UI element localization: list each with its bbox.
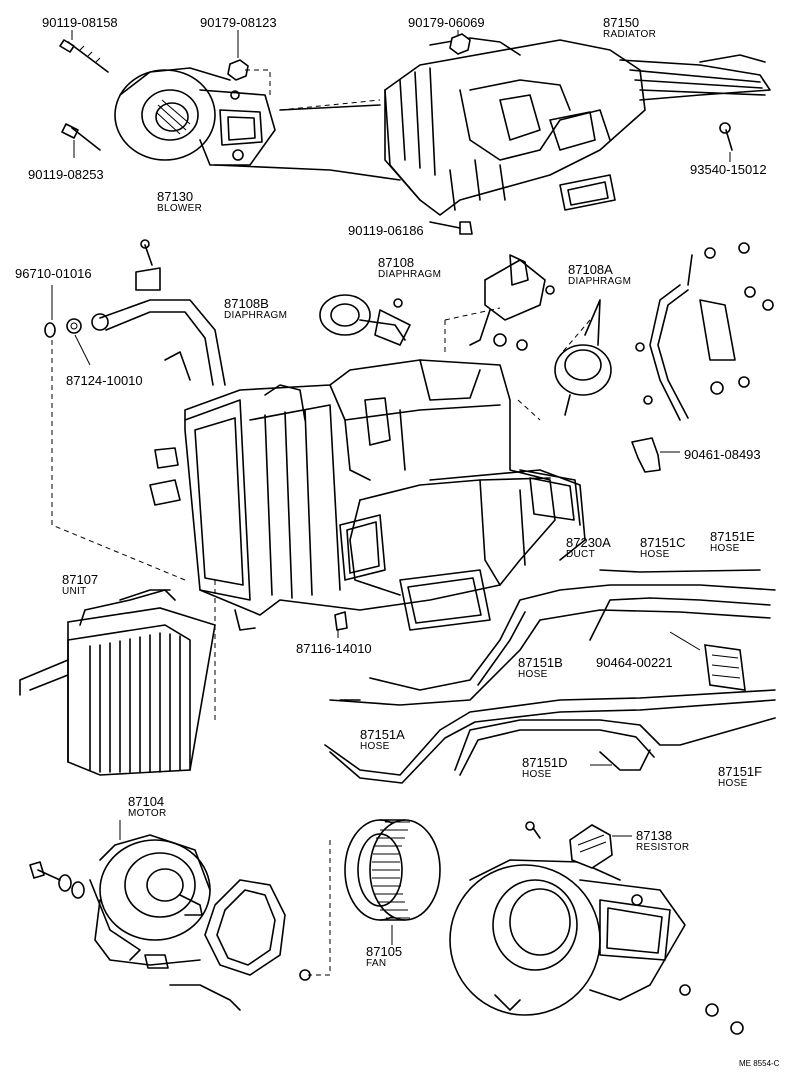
screw-93540-15012 — [719, 122, 733, 151]
part-name-diaphragm: DIAPHRAGM — [378, 269, 442, 280]
part-number-87151A: 87151A — [360, 727, 405, 742]
label-90179-08123: 90179-08123 — [200, 15, 277, 30]
label-group-87130: 87130 BLOWER — [157, 190, 202, 214]
part-name-resistor: RESISTOR — [636, 842, 690, 853]
part-name-hose: HOSE — [518, 669, 548, 680]
label-group-87107: 87107 UNIT — [62, 573, 98, 597]
label-90119-06186: 90119-06186 — [348, 223, 424, 238]
label-group-87151F: 87151F HOSE — [718, 765, 762, 789]
part-name-radiator: RADIATOR — [603, 29, 657, 40]
heater-unit-assembly — [149, 359, 556, 631]
label-group-87105: 87105 FAN — [366, 945, 402, 969]
label-90119-08253: 90119-08253 — [28, 167, 104, 182]
part-name-diaphragm: DIAPHRAGM — [224, 310, 288, 321]
label-group-87104: 87104 MOTOR — [128, 795, 167, 819]
part-number-87150: 87150 — [603, 15, 640, 30]
diaphragm-87108 — [469, 254, 555, 351]
radiator-part — [384, 37, 771, 216]
label-group-87108B: 87108B DIAPHRAGM — [224, 297, 287, 321]
part-number-87107: 87107 — [62, 572, 99, 587]
part-number-87151C: 87151C — [640, 535, 686, 550]
screw-90119-08253 — [61, 123, 101, 151]
label-90119-08158: 90119-08158 — [42, 15, 118, 30]
part-number-87151F: 87151F — [718, 764, 763, 779]
label-93540-15012: 93540-15012 — [690, 162, 767, 177]
heater-pipe — [44, 239, 226, 386]
label-group-87138: 87138 RESISTOR — [636, 829, 689, 853]
part-name-blower: BLOWER — [157, 203, 203, 214]
nut-90179-08123 — [227, 59, 249, 81]
part-number-87108: 87108 — [378, 255, 415, 270]
part-number-87105: 87105 — [366, 944, 403, 959]
part-number-87151E: 87151E — [710, 529, 755, 544]
motor-gasket — [204, 879, 286, 976]
label-group-87108A: 87108A DIAPHRAGM — [568, 263, 631, 287]
part-name-diaphragm: DIAPHRAGM — [568, 276, 632, 287]
label-group-87151B: 87151B HOSE — [518, 656, 563, 680]
part-name-motor: MOTOR — [128, 808, 167, 819]
footer-code: ME 8554-C — [739, 1059, 780, 1068]
part-name-unit: UNIT — [62, 586, 87, 597]
label-group-87150: 87150 RADIATOR — [603, 16, 656, 40]
part-number-87230A: 87230A — [566, 535, 611, 550]
label-group-87108: 87108 DIAPHRAGM — [378, 256, 441, 280]
part-name-hose: HOSE — [718, 778, 748, 789]
label-96710-01016: 96710-01016 — [15, 266, 92, 281]
clip-87116-14010 — [334, 611, 348, 631]
label-group-87151D: 87151D HOSE — [522, 756, 568, 780]
nut-90179-06069 — [449, 33, 471, 55]
part-name-fan: FAN — [366, 958, 387, 969]
label-group-87151E: 87151E HOSE — [710, 530, 755, 554]
part-name-duct: DUCT — [566, 549, 595, 560]
label-group-87151A: 87151A HOSE — [360, 728, 405, 752]
label-87116-14010: 87116-14010 — [296, 641, 372, 656]
label-group-87151C: 87151C HOSE — [640, 536, 686, 560]
screw-90119-06186 — [429, 221, 473, 235]
part-number-87104: 87104 — [128, 794, 165, 809]
fan-part — [344, 819, 441, 921]
part-number-87151B: 87151B — [518, 655, 563, 670]
part-number-87108A: 87108A — [568, 262, 613, 277]
clamp-90464-00221 — [704, 644, 746, 691]
blower-case-lower — [449, 859, 744, 1035]
part-name-hose: HOSE — [710, 543, 740, 554]
bracket-90461-08493 — [631, 437, 661, 473]
label-group-87230A: 87230A DUCT — [566, 536, 611, 560]
diaphragm-87108B — [319, 294, 411, 346]
label-90464-00221: 90464-00221 — [596, 655, 673, 670]
label-90179-06069: 90179-06069 — [408, 15, 485, 30]
screw-90119-08158 — [59, 39, 109, 73]
part-name-hose: HOSE — [522, 769, 552, 780]
linkage-rods — [643, 242, 774, 421]
heater-core-unit — [19, 589, 216, 776]
diaphragm-87108A — [554, 299, 645, 416]
label-87124-10010: 87124-10010 — [66, 373, 143, 388]
part-number-87130: 87130 — [157, 189, 194, 204]
duct-part — [429, 469, 586, 561]
hose-lines — [324, 569, 776, 784]
part-number-87108B: 87108B — [224, 296, 269, 311]
part-name-hose: HOSE — [360, 741, 390, 752]
part-name-hose: HOSE — [640, 549, 670, 560]
part-number-87138: 87138 — [636, 828, 673, 843]
resistor-part — [525, 821, 613, 869]
blower-part — [114, 67, 276, 166]
part-number-87151D: 87151D — [522, 755, 568, 770]
motor-part — [29, 834, 241, 1011]
label-90461-08493: 90461-08493 — [684, 447, 761, 462]
